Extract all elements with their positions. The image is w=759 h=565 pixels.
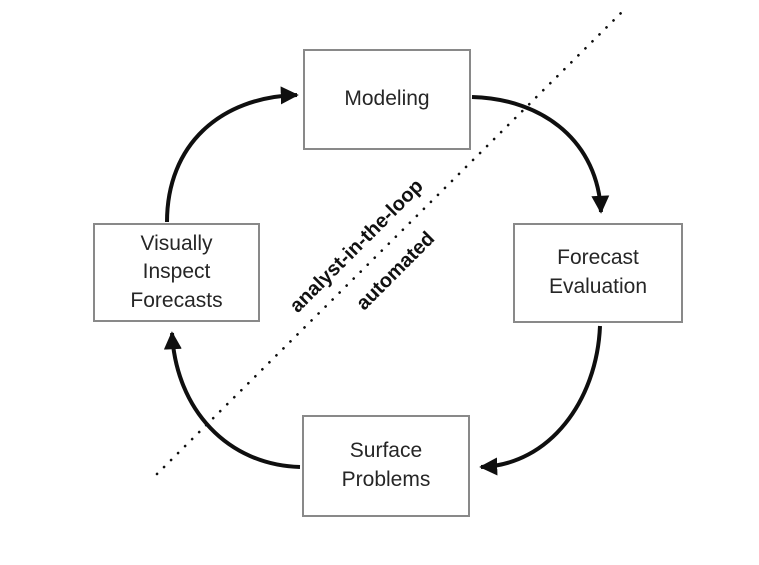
- arrow-evaluation-to-surface-icon: [479, 325, 602, 476]
- arrow-inspect-to-modeling-icon: [165, 86, 299, 223]
- node-modeling: Modeling: [303, 49, 471, 150]
- automation-divider-dotted-line: [155, 10, 624, 476]
- node-surface-problems: Surface Problems: [302, 415, 470, 517]
- node-modeling-label: Modeling: [344, 87, 430, 111]
- arrow-modeling-to-evaluation-icon: [471, 95, 610, 214]
- node-forecast-evaluation: Forecast Evaluation: [513, 223, 683, 323]
- node-visually-inspect-forecasts-label: Visually Inspect Forecasts: [130, 231, 223, 312]
- node-surface-problems-label: Surface Problems: [341, 439, 431, 491]
- arrow-surface-to-inspect-icon: [163, 331, 301, 469]
- node-forecast-evaluation-label: Forecast Evaluation: [548, 246, 648, 298]
- node-visually-inspect-forecasts: Visually Inspect Forecasts: [93, 223, 260, 322]
